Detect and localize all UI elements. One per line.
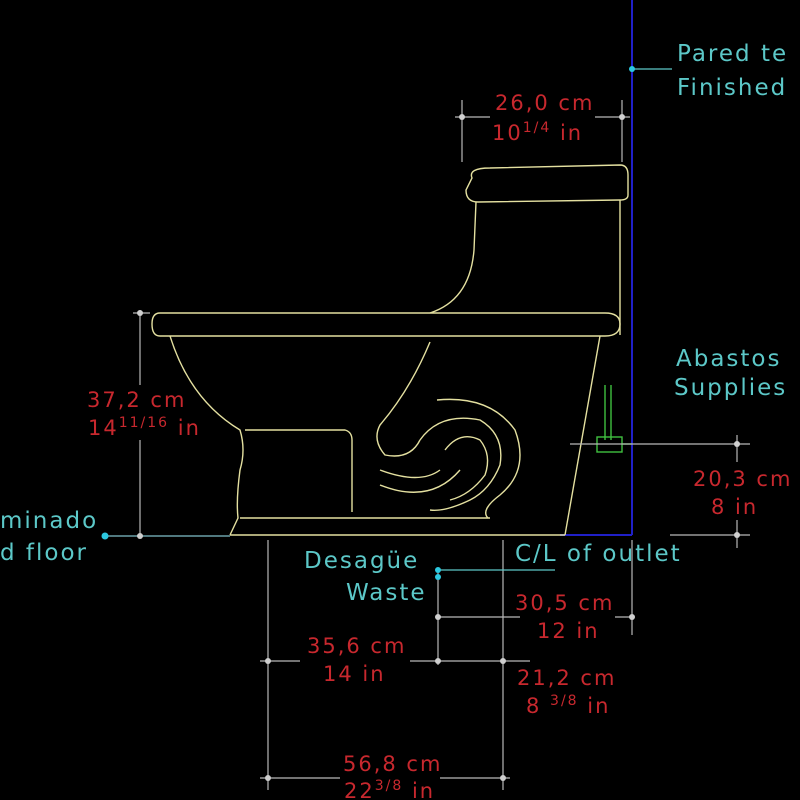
supplies-label-es: Abastos (676, 346, 781, 372)
tank-depth-cm: 26,0 cm (495, 91, 594, 115)
supply-height-cm: 20,3 cm (693, 467, 792, 491)
rough-in-in: 12 in (537, 619, 600, 643)
supply-height-in: 8 in (711, 495, 758, 519)
toilet-outline (151, 164, 629, 536)
overall-length-in: 223/8 in (344, 778, 435, 800)
outlet-to-back-cm: 21,2 cm (517, 666, 616, 690)
finished-wall (560, 0, 633, 536)
waste-label-en: Waste (346, 580, 427, 606)
label-leaders (101, 66, 672, 580)
floor-label-es: minado (0, 508, 98, 534)
supplies-label-en: Supplies (674, 375, 787, 401)
wall-label-es: Pared te (677, 41, 788, 67)
dimension-lines (133, 100, 750, 790)
seat-height-cm: 37,2 cm (87, 388, 186, 412)
front-to-outlet-cm: 35,6 cm (307, 634, 406, 658)
overall-length-cm: 56,8 cm (343, 752, 442, 776)
waste-label-es: Desagüe (304, 548, 419, 574)
tank-depth-in: 101/4 in (492, 120, 583, 145)
wall-label-en: Finished (677, 75, 787, 101)
supply-valve (596, 385, 632, 453)
outlet-label: C/L of outlet (515, 541, 682, 567)
floor-label-en: d floor (0, 540, 88, 566)
rough-in-cm: 30,5 cm (515, 591, 614, 615)
seat-height-in: 1411/16 in (88, 415, 201, 440)
outlet-to-back-in: 8 3/8 in (526, 693, 610, 718)
front-to-outlet-in: 14 in (323, 662, 386, 686)
